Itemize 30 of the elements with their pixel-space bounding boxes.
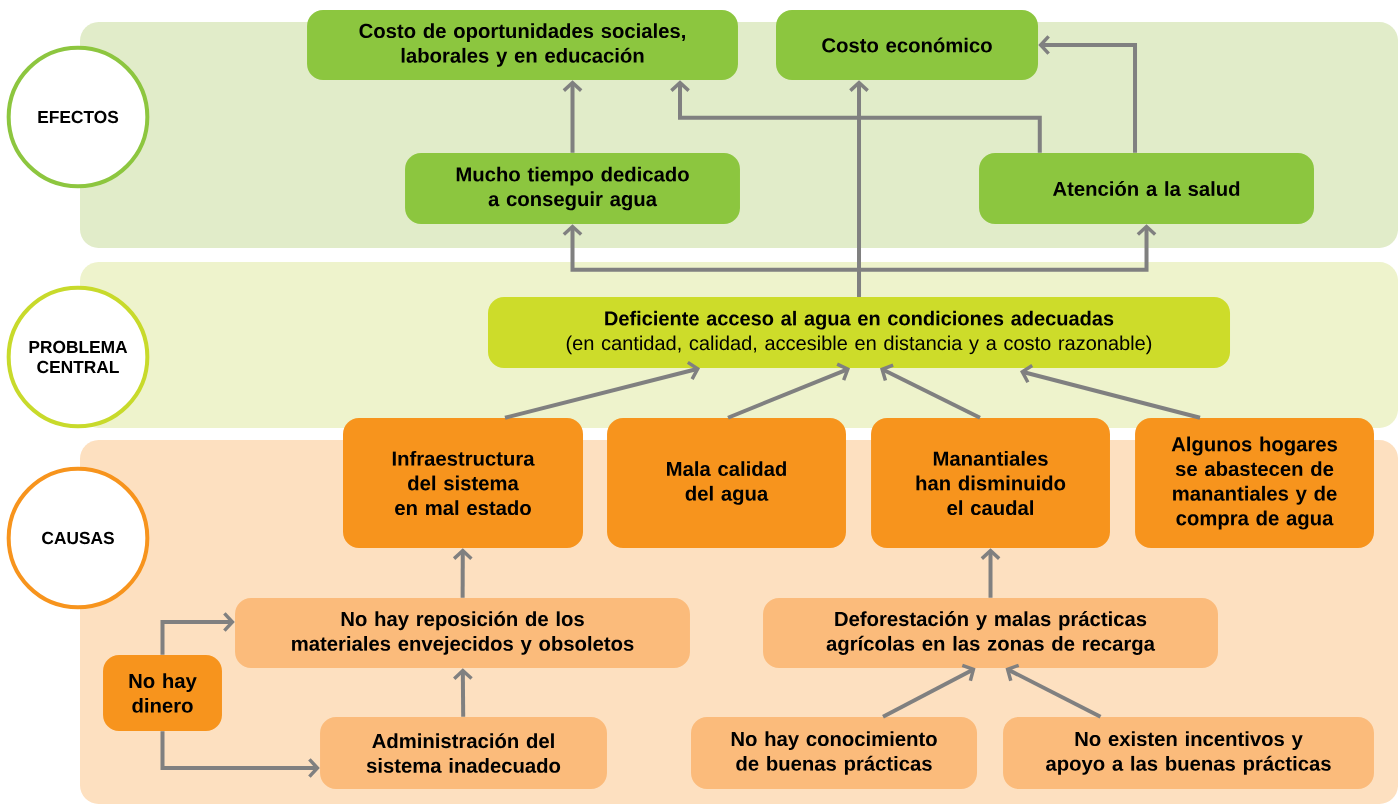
- arrow: [882, 663, 976, 719]
- arrow: [504, 360, 700, 420]
- cause-box: Manantiales han disminuido el caudal: [871, 418, 1110, 548]
- cause-box: Mala calidad del agua: [607, 418, 846, 548]
- effect-box: Mucho tiempo dedicado a conseguir agua: [405, 153, 740, 224]
- cause-box: No existen incentivos y apoyo a las buenas prácticas: [1003, 717, 1374, 789]
- arrow: [1020, 363, 1201, 420]
- cause-box: Infraestructura del sistema en mal estado: [343, 418, 583, 548]
- arrow: [670, 80, 1042, 153]
- arrow: [1038, 35, 1137, 153]
- effect-box: Costo de oportunidades sociales, laborales y en educación: [307, 10, 738, 80]
- arrow: [160, 731, 320, 778]
- arrow: [1005, 663, 1102, 719]
- effect-box: Costo económico: [776, 10, 1038, 80]
- cause-box: No hay conocimiento de buenas prácticas: [691, 717, 977, 789]
- effect-box: Atención a la salud: [979, 153, 1314, 224]
- cause-box: No hay dinero: [103, 655, 222, 731]
- arrow: [980, 548, 1001, 598]
- arrow: [849, 80, 869, 297]
- cause-box: No hay reposición de los materiales envejecidos y obsoletos: [235, 598, 690, 668]
- arrow: [453, 668, 473, 717]
- cause-box: Deforestación y malas prácticas agrícolas en las zonas de recarga: [763, 598, 1218, 668]
- arrow: [727, 362, 850, 420]
- arrow: [562, 80, 583, 153]
- problem-box: Deficiente acceso al agua en condiciones adecuadas (en cantidad, calidad, accesible en distancia y a costo razonable): [488, 297, 1230, 368]
- arrow: [160, 612, 235, 655]
- arrow: [452, 548, 473, 598]
- cause-box: Administración del sistema inadecuado: [320, 717, 607, 789]
- arrow: [880, 363, 981, 420]
- cause-box: Algunos hogares se abastecen de manantiales y de compra de agua: [1135, 418, 1374, 548]
